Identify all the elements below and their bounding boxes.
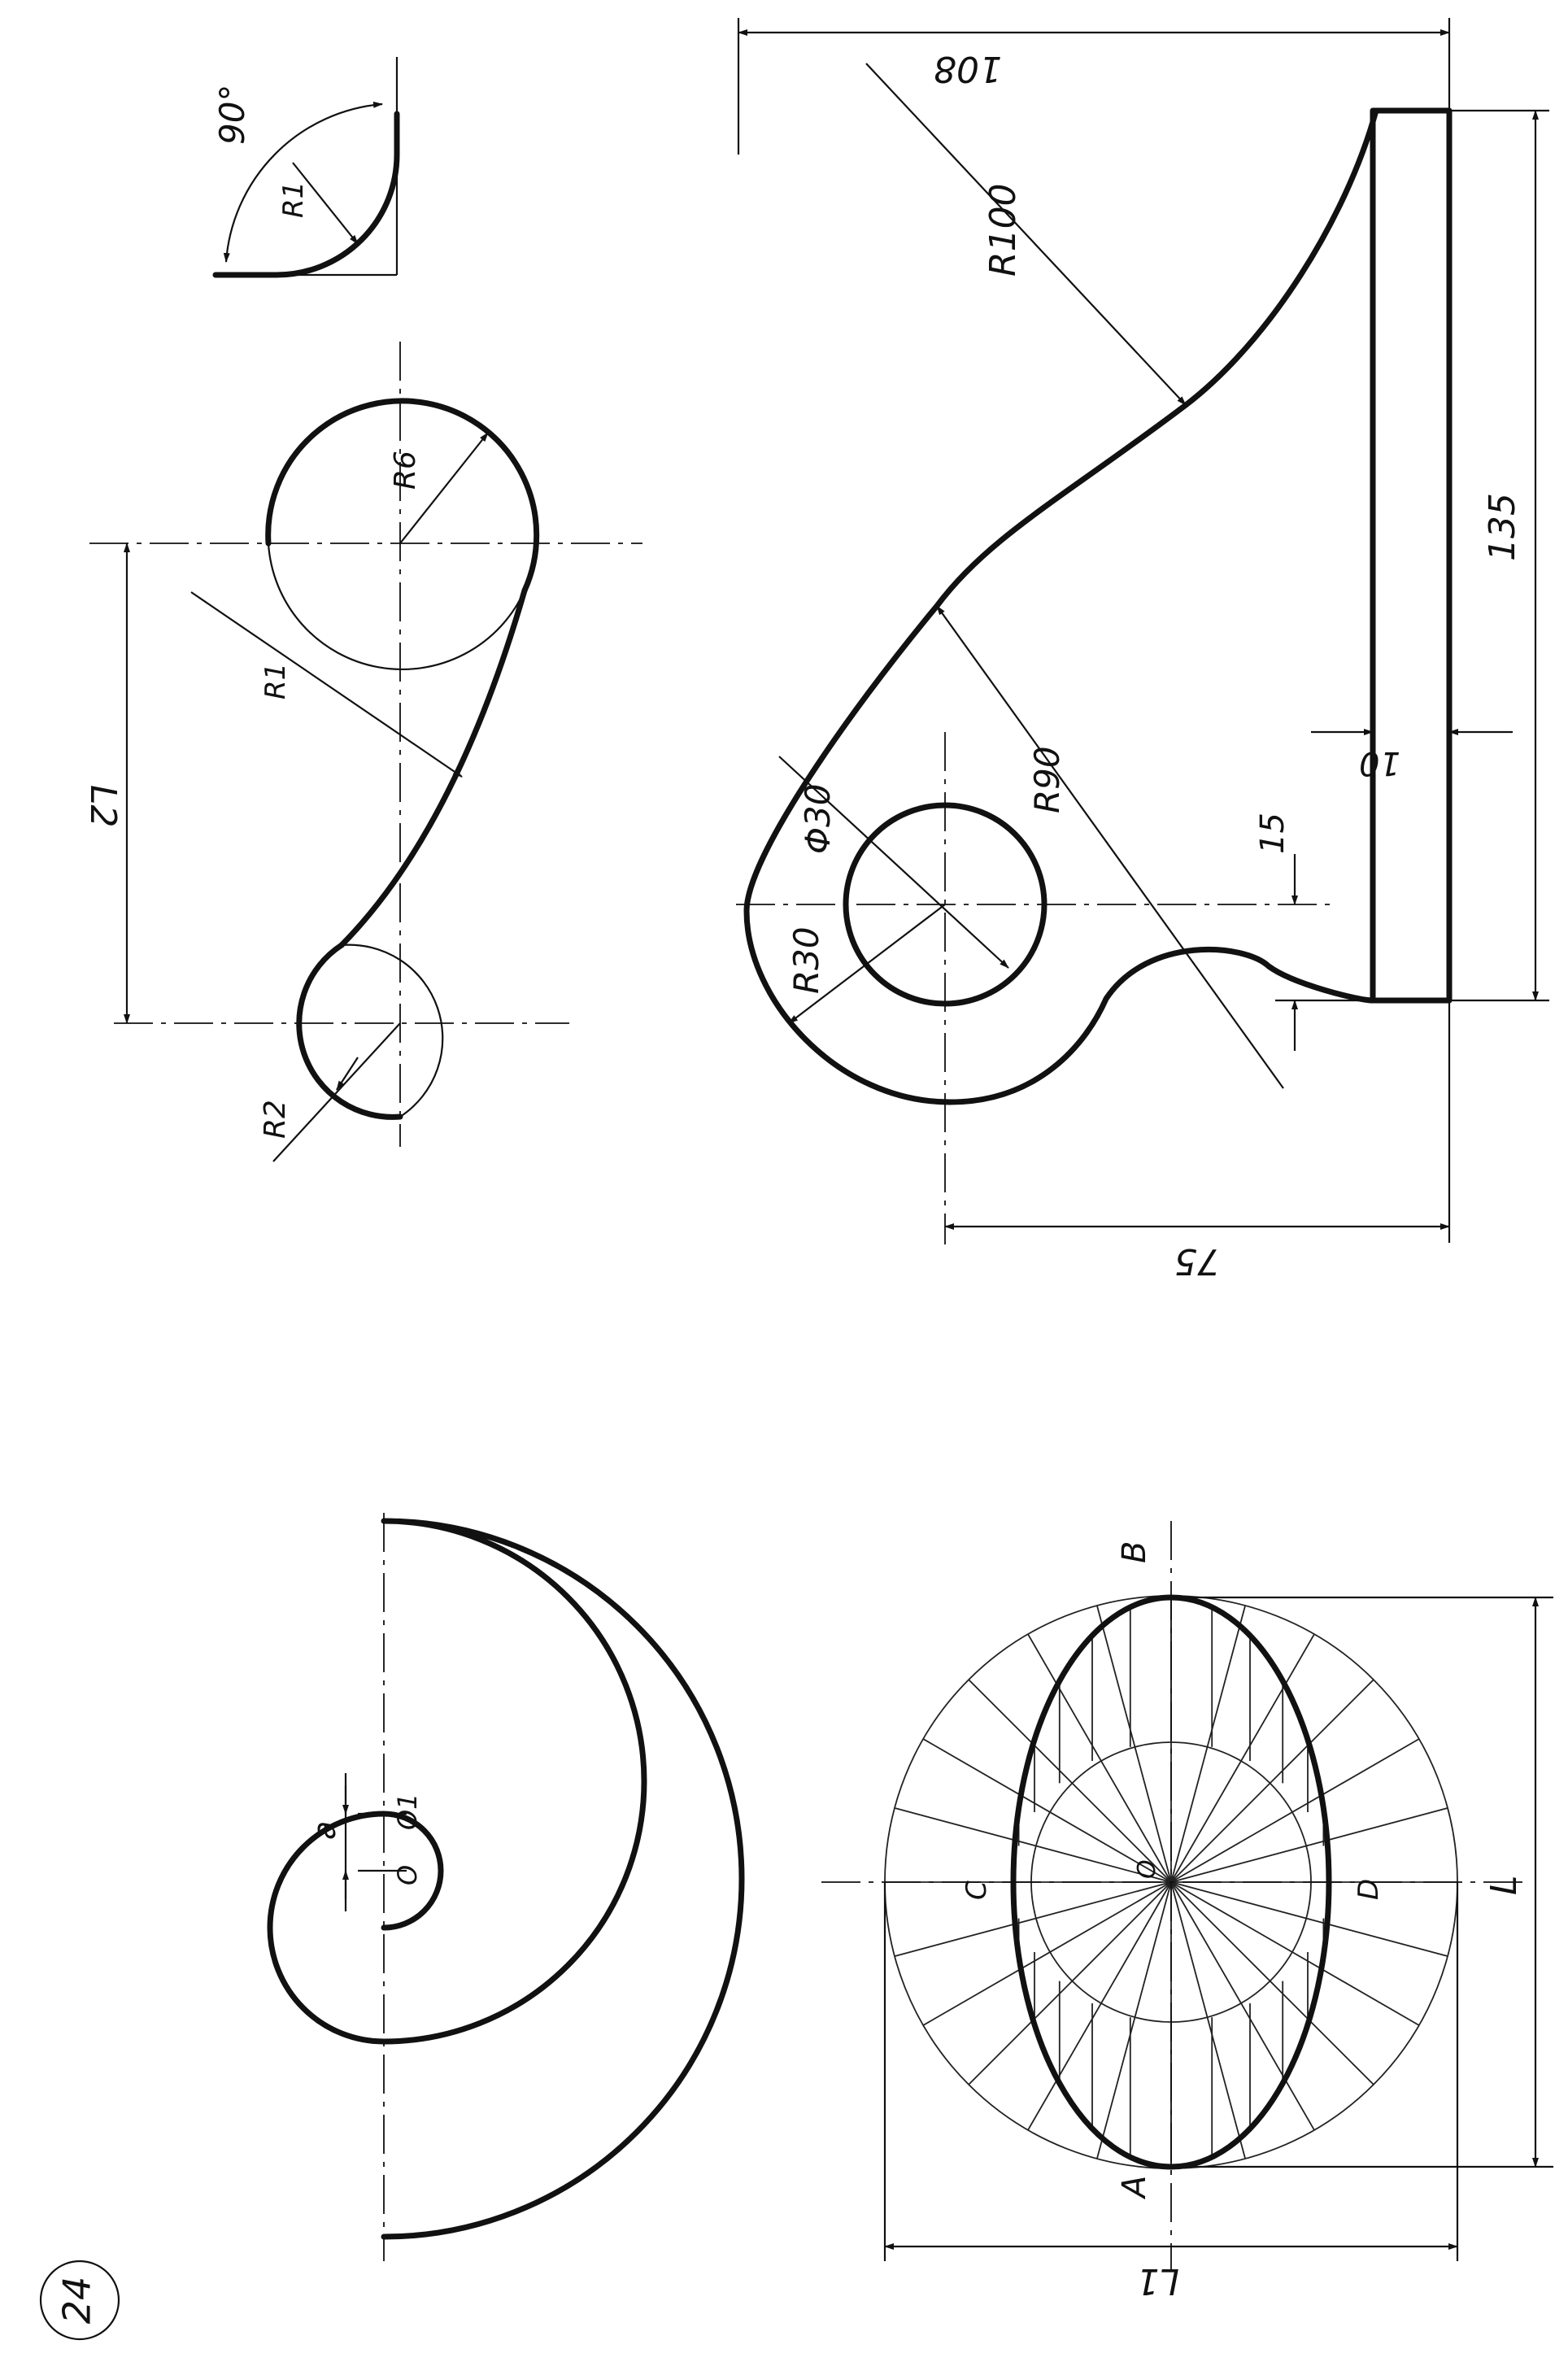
ellipse-point-c: C — [960, 1880, 993, 1900]
angle-dimension-arc — [223, 101, 383, 263]
angle-label: 90° — [212, 85, 252, 145]
construction-ray — [1170, 1605, 1246, 1883]
construction-ray — [1170, 1807, 1448, 1883]
construction-ray — [922, 1881, 1172, 2026]
dimension-label-135: 135 — [1482, 493, 1523, 561]
ellipse-point-d: D — [1352, 1879, 1385, 1900]
radius-leader-r1-link — [190, 591, 463, 778]
radius-leader-r30 — [788, 904, 946, 1024]
radius-label-r1: R1 — [277, 181, 310, 218]
construction-ray — [1170, 1633, 1315, 1883]
ellipse-figure: B A C D O L L1 — [821, 1521, 1553, 2302]
construction-ray — [1170, 1738, 1420, 1883]
construction-ray — [1027, 1633, 1172, 1883]
dimension-label-10: 10 — [1359, 744, 1400, 782]
radius-leader-r2 — [272, 1022, 401, 1162]
radius-leader-r6 — [399, 432, 489, 544]
radius-label-r30: R30 — [786, 926, 826, 994]
bracket-figure: 108 135 R100 R90 R30 Φ30 10 15 75 — [736, 18, 1549, 1282]
quarter-arc-figure: 90° R1 — [212, 57, 400, 278]
dimension-label-l1: L1 — [1136, 2260, 1179, 2302]
badge-circle — [39, 2260, 120, 2341]
radius-label-r1-link: R1 — [259, 663, 292, 699]
ellipse-point-b: B — [1116, 1541, 1153, 1563]
small-circle-thick-arc — [296, 942, 403, 1120]
construction-ray — [1170, 1881, 1246, 2159]
radius-arrow-r2 — [336, 1057, 359, 1091]
two-circles-figure: R6 R1 R2 L2 — [82, 342, 642, 1162]
big-circle-thick-arc — [265, 398, 540, 594]
construction-ray — [894, 1881, 1172, 1957]
radius-label-r100: R100 — [982, 183, 1024, 277]
sheet-number-badge: 24 — [39, 2260, 120, 2341]
radius-label-r90: R90 — [1027, 746, 1067, 813]
diameter-label-hole: Φ30 — [798, 783, 838, 854]
dimension-label-l: L — [1483, 1875, 1525, 1895]
construction-ray — [1170, 1881, 1315, 2131]
spiral-point-o1: O1 — [392, 1793, 423, 1830]
small-circle-thin-arc — [341, 943, 444, 1118]
construction-ray — [1170, 1881, 1420, 2026]
construction-ray — [1170, 1679, 1374, 1883]
bracket-plate — [1370, 107, 1453, 1004]
diameter-leader-hole — [778, 756, 1009, 969]
dimension-label-75: 75 — [1174, 1240, 1220, 1282]
construction-ray — [1027, 1881, 1172, 2131]
construction-ray — [922, 1738, 1172, 1883]
construction-ray — [1096, 1605, 1172, 1883]
radius-label-r2: R2 — [259, 1100, 292, 1139]
sheet-number: 24 — [55, 2277, 99, 2325]
spiral-point-o: O — [392, 1865, 423, 1885]
dimension-label-108: 108 — [934, 48, 1002, 89]
construction-ray — [1170, 1881, 1448, 1957]
spiral-step-label: a — [307, 1821, 342, 1840]
radius-leader-r90 — [936, 605, 1284, 1089]
construction-ray — [968, 1881, 1172, 2085]
construction-ray — [1170, 1881, 1374, 2085]
construction-ray — [1096, 1881, 1172, 2159]
construction-ray — [894, 1807, 1172, 1883]
big-circle-thin-arc — [267, 543, 526, 671]
construction-ray — [968, 1679, 1172, 1883]
ellipse-center-label: O — [1133, 1859, 1161, 1879]
bracket-profile — [743, 107, 1379, 1105]
radius-label-r6: R6 — [389, 451, 422, 490]
tangent-arc — [338, 587, 528, 948]
dimension-label-l2: L2 — [82, 785, 124, 828]
ellipse-point-a: A — [1116, 2176, 1153, 2200]
spiral-curve — [267, 1518, 745, 2240]
radius-leader-r1 — [292, 162, 359, 245]
dimension-label-15: 15 — [1254, 813, 1291, 854]
radius-leader-r100 — [865, 63, 1187, 406]
spiral-figure: a O O1 — [267, 1513, 745, 2261]
